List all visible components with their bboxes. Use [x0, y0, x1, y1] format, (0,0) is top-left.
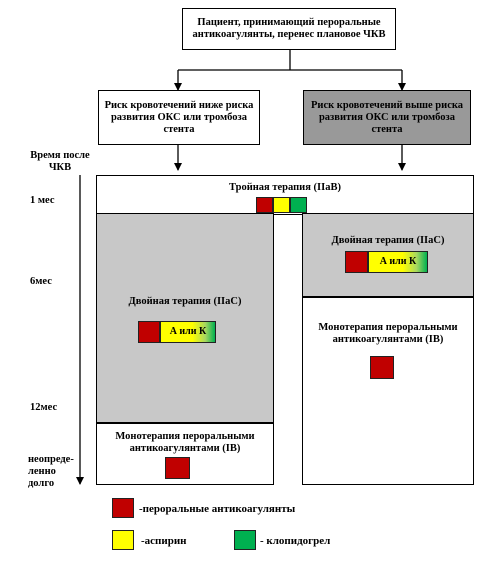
left-mono-oac-square — [165, 457, 190, 479]
high-bleeding-risk-box: Риск кровотечений выше риска развития ОК… — [303, 90, 471, 145]
legend-oac-swatch — [112, 498, 134, 518]
triple-aspirin-square — [273, 197, 290, 213]
triple-clopidogrel-square — [290, 197, 307, 213]
tick-indefinite: неопреде-ленно долго — [28, 454, 74, 489]
legend-oac-label: -пероральные антикоагулянты — [139, 503, 296, 515]
low-bleeding-risk-text: Риск кровотечений ниже риска развития ОК… — [104, 99, 254, 135]
low-bleeding-risk-box: Риск кровотечений ниже риска развития ОК… — [98, 90, 260, 145]
branch-arrows — [174, 50, 406, 91]
high-bleeding-risk-text: Риск кровотечений выше риска развития ОК… — [310, 99, 463, 135]
patient-box-text: Пациент, принимающий пероральные антикоа… — [192, 17, 386, 40]
right-mono-therapy-box: Монотерапия пероральными антикоагулянтам… — [302, 297, 474, 485]
down-arrows — [174, 145, 406, 171]
tick-1-month: 1 мес — [30, 195, 55, 206]
right-mono-therapy-label: Монотерапия пероральными антикоагулянтам… — [318, 322, 458, 345]
timeline-title: Время после ЧКВ — [30, 150, 90, 173]
right-mono-oac-square — [370, 356, 394, 379]
legend-clopidogrel-swatch — [234, 530, 256, 550]
left-mono-therapy-label: Монотерапия пероральными антикоагулянтам… — [115, 431, 255, 454]
left-dual-aspirin-or-clopidogrel-bar: А или К — [160, 321, 216, 343]
tick-6-months: 6мес — [30, 276, 52, 287]
right-dual-oac-square — [345, 251, 368, 273]
left-dual-oac-square — [138, 321, 160, 343]
tick-12-months: 12мес — [30, 402, 58, 413]
legend-clopidogrel-label: - клопидогрел — [260, 535, 331, 547]
legend-aspirin-swatch — [112, 530, 134, 550]
patient-box: Пациент, принимающий пероральные антикоа… — [182, 8, 396, 50]
left-dual-therapy-box: Двойная терапия (IIaC) — [96, 213, 274, 423]
triple-therapy-label: Тройная терапия (IIaB) — [229, 182, 341, 193]
right-dual-aspirin-or-clopidogrel-bar: А или К — [368, 251, 428, 273]
right-dual-therapy-label: Двойная терапия (IIaC) — [331, 235, 445, 246]
left-dual-therapy-label: Двойная терапия (IIaC) — [128, 296, 242, 307]
triple-oac-square — [256, 197, 273, 213]
legend-aspirin-label: -аспирин — [141, 535, 187, 547]
